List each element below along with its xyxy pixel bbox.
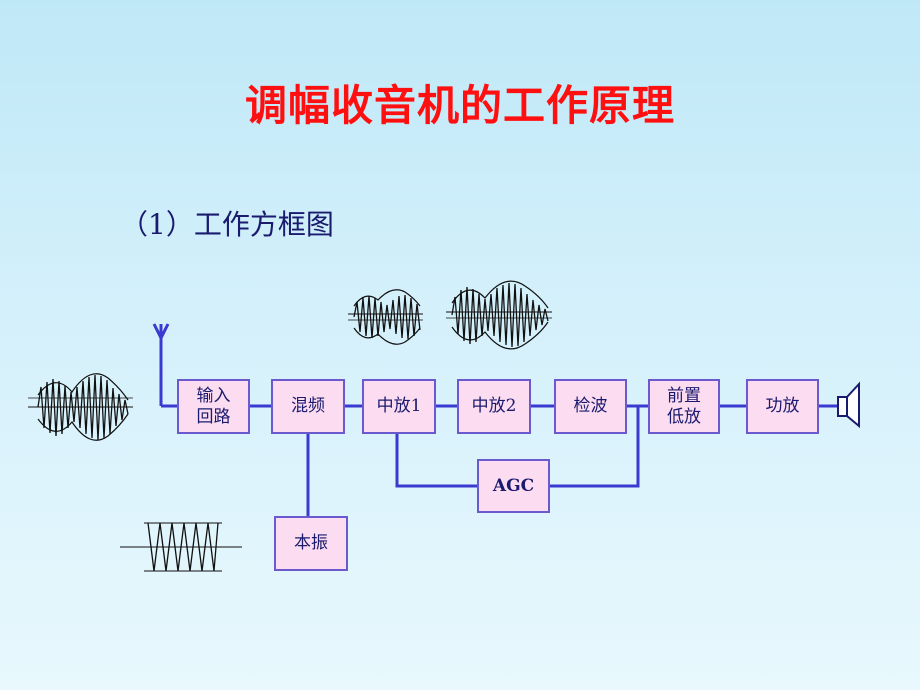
mixer-block: 混频 — [271, 379, 345, 434]
mixer-label: 混频 — [291, 396, 325, 416]
detector-label: 检波 — [573, 396, 608, 416]
if-output-waveform — [446, 280, 552, 350]
preamp-label: 前置 低放 — [667, 385, 701, 427]
if-amp-2-block: 中放2 — [457, 379, 531, 434]
speaker-icon — [837, 381, 860, 429]
power-amp-label: 功放 — [765, 396, 800, 416]
input-circuit-label: 输入 回路 — [196, 385, 231, 427]
wire-agc-to-if1 — [395, 433, 477, 488]
antenna-icon — [152, 323, 178, 408]
oscillator-waveform — [120, 522, 242, 572]
if-amp-2-label: 中放2 — [471, 396, 517, 416]
if-amp-1-label: 中放1 — [376, 396, 422, 416]
mixer-output-waveform — [348, 289, 423, 345]
power-amp-block: 功放 — [746, 379, 819, 434]
agc-block: AGC — [477, 459, 550, 513]
preamp-block: 前置 低放 — [648, 379, 720, 434]
if-amp-1-block: 中放1 — [362, 379, 436, 434]
local-oscillator-label: 本振 — [294, 533, 328, 553]
detector-block: 检波 — [554, 379, 627, 434]
am-input-waveform — [28, 373, 133, 441]
diagram-subtitle: （1）工作方框图 — [120, 208, 334, 241]
wire-detector-to-agc — [550, 406, 640, 488]
local-oscillator-block: 本振 — [274, 516, 348, 571]
agc-label: AGC — [492, 475, 535, 496]
input-circuit-block: 输入 回路 — [177, 379, 250, 434]
page-title: 调幅收音机的工作原理 — [244, 81, 675, 130]
